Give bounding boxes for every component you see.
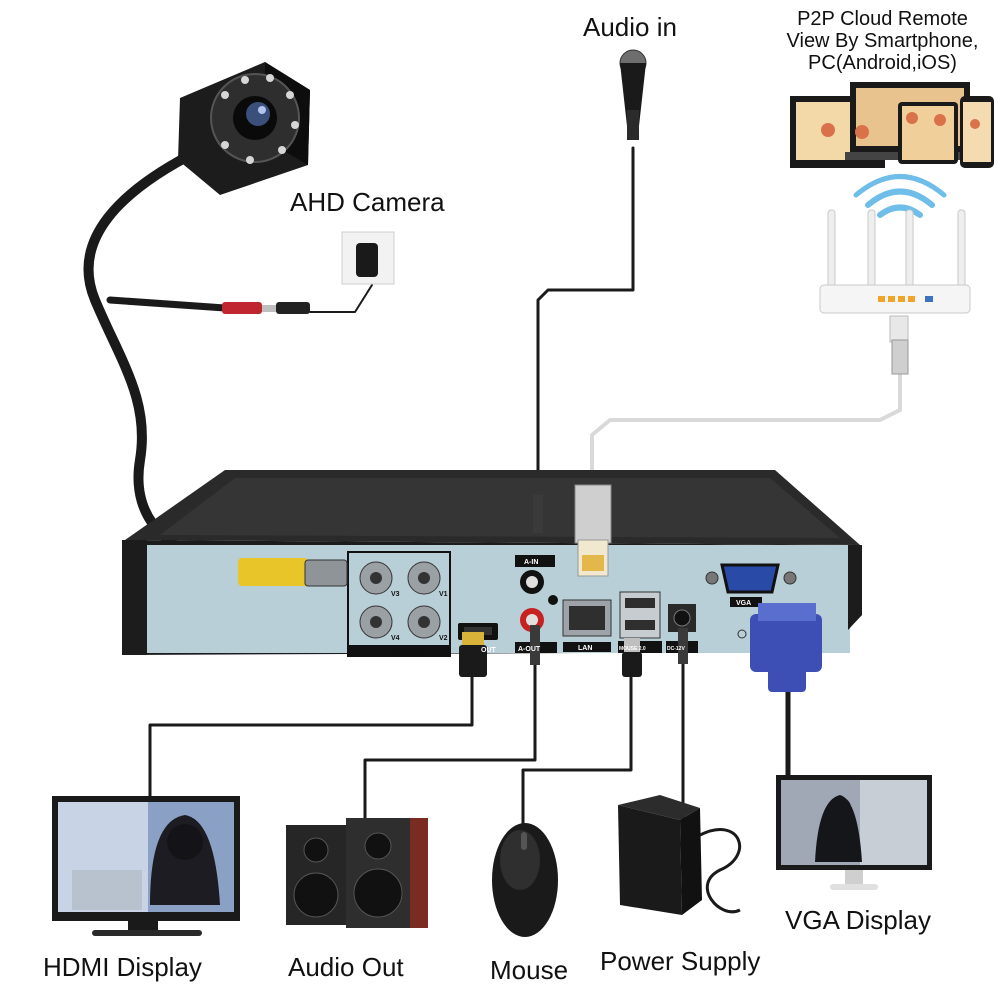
camera-power-adapter-icon xyxy=(341,231,395,285)
vga-port-label: VGA xyxy=(736,600,751,607)
vga-display-label: VGA Display xyxy=(785,905,931,935)
lan-port xyxy=(562,599,612,652)
hdmi-display-icon xyxy=(52,796,240,936)
power-supply-label: Power Supply xyxy=(600,946,761,976)
vga-display-icon xyxy=(776,775,932,890)
audio-in-port xyxy=(515,555,555,594)
mouse-label: Mouse xyxy=(490,955,569,985)
v1-label: V1 xyxy=(439,591,448,598)
a-in-label: A-IN xyxy=(524,559,538,566)
v3-label: V3 xyxy=(391,591,400,598)
bnc-port-v4 xyxy=(359,605,393,639)
hdmi-plug xyxy=(459,632,487,677)
video-in-label: VIDEO IN xyxy=(390,649,421,656)
lan-label: LAN xyxy=(578,645,592,652)
audio-out-label: Audio Out xyxy=(288,952,404,982)
lan-plug xyxy=(574,484,612,577)
screw-icon xyxy=(548,595,558,605)
ground-icon xyxy=(737,629,747,639)
camera-power-cable xyxy=(106,296,229,312)
bnc-port-v2 xyxy=(407,605,441,639)
camera-power-wire xyxy=(309,284,373,313)
audio-in-cable xyxy=(536,146,635,522)
audio-in-label: Audio in xyxy=(583,12,677,42)
v2-label: V2 xyxy=(439,635,448,642)
bnc-port-v1 xyxy=(407,561,441,595)
audio-out-cable xyxy=(363,658,537,822)
power-supply-icon xyxy=(618,795,742,915)
dc-plug xyxy=(678,628,688,664)
usb-label: MOUSE 2.0 xyxy=(619,646,646,652)
ahd-camera xyxy=(178,62,310,195)
video-in-group xyxy=(347,551,451,657)
usb-plug xyxy=(622,638,642,677)
dc-label: DC-12V xyxy=(667,646,685,652)
vga-plug xyxy=(750,603,822,692)
p2p-caption: P2P Cloud Remote View By Smartphone, PC(… xyxy=(770,8,995,74)
audio-in-plug xyxy=(533,495,543,533)
wifi-icon xyxy=(853,174,947,218)
ahd-camera-label: AHD Camera xyxy=(290,187,445,217)
router-icon xyxy=(819,209,971,375)
camera-power-connector xyxy=(222,302,310,314)
bnc-port-v3 xyxy=(359,561,393,595)
microphone-icon xyxy=(619,49,647,140)
hdmi-cable xyxy=(148,673,474,802)
lan-cable xyxy=(590,368,902,492)
mouse-cable xyxy=(521,673,633,827)
hdmi-display-label: HDMI Display xyxy=(43,952,202,982)
a-out-label: A-OUT xyxy=(518,646,541,653)
audio-out-plug xyxy=(530,625,540,665)
speakers-icon xyxy=(286,818,428,928)
vga-port xyxy=(705,563,797,607)
v4-label: V4 xyxy=(391,635,400,642)
remote-devices-icon xyxy=(790,82,994,168)
mouse-icon xyxy=(492,823,558,937)
bnc-plug xyxy=(238,558,348,587)
p2p-line-1: P2P Cloud Remote xyxy=(797,8,968,30)
p2p-line-2: View By Smartphone, xyxy=(786,30,979,52)
p2p-line-3: PC(Android,iOS) xyxy=(808,52,957,74)
hdmi-out-label: OUT xyxy=(481,647,497,654)
